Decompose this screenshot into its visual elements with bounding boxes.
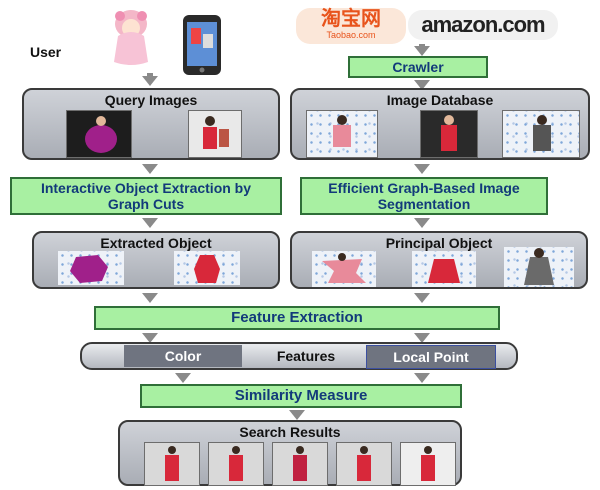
arrow-user-stem [147, 73, 153, 77]
arrow-fe-left [142, 333, 158, 343]
arrow-extracted-to-features [142, 293, 158, 303]
principal-object-title: Principal Object [385, 235, 493, 251]
arrow-logos-to-crawler [414, 46, 430, 56]
result-image-2 [208, 442, 264, 486]
graph-segmentation-box: Efficient Graph-Based Image Segmentation [300, 177, 548, 215]
arrow-similarity-to-results [289, 410, 305, 420]
interactive-extraction-box: Interactive Object Extraction by Graph C… [10, 177, 282, 215]
db-image-3 [502, 110, 580, 158]
feature-extraction-box: Feature Extraction [94, 306, 500, 330]
arrow-query-to-extraction [142, 164, 158, 174]
extracted-object-panel: Extracted Object [32, 231, 280, 289]
arrow-principal-to-features [414, 293, 430, 303]
result-image-4 [336, 442, 392, 486]
crawler-box: Crawler [348, 56, 488, 78]
arrow-features-left [175, 373, 191, 383]
arrow-user-to-query [142, 76, 158, 86]
arrow-fe-right [414, 333, 430, 343]
db-image-2 [420, 110, 478, 158]
image-database-title: Image Database [386, 92, 494, 108]
smartphone-icon [182, 14, 222, 76]
principal-object-1 [312, 251, 376, 287]
arrow-segmentation-to-principal [414, 218, 430, 228]
search-results-panel: Search Results [118, 420, 462, 486]
arrow-db-to-segmentation [414, 164, 430, 174]
features-bar: Color Features Local Point [80, 342, 518, 370]
db-image-1 [306, 110, 378, 158]
query-images-panel: Query Images [22, 88, 280, 160]
image-database-panel: Image Database [290, 88, 590, 160]
arrow-extraction-to-extracted [142, 218, 158, 228]
query-images-title: Query Images [104, 92, 198, 108]
search-results-title: Search Results [239, 424, 341, 440]
features-label: Features [276, 348, 336, 364]
result-image-3 [272, 442, 328, 486]
principal-object-panel: Principal Object [290, 231, 588, 289]
arrow-features-right [414, 373, 430, 383]
extracted-object-1 [58, 251, 124, 285]
arrow-crawler-to-db [414, 80, 430, 90]
query-image-1 [66, 110, 132, 158]
result-image-5 [400, 442, 456, 486]
color-feature: Color [124, 345, 242, 367]
taobao-logo: 淘宝网 Taobao.com [296, 8, 406, 44]
local-point-feature: Local Point [366, 345, 496, 369]
principal-object-3 [504, 247, 574, 287]
amazon-logo: amazon.com [408, 10, 558, 40]
extracted-object-2 [174, 251, 240, 285]
principal-object-2 [412, 251, 476, 287]
query-image-2 [188, 110, 242, 158]
extracted-object-title: Extracted Object [100, 235, 212, 251]
user-label: User [30, 44, 62, 60]
result-image-1 [144, 442, 200, 486]
similarity-measure-box: Similarity Measure [140, 384, 462, 408]
user-avatar [102, 6, 160, 68]
